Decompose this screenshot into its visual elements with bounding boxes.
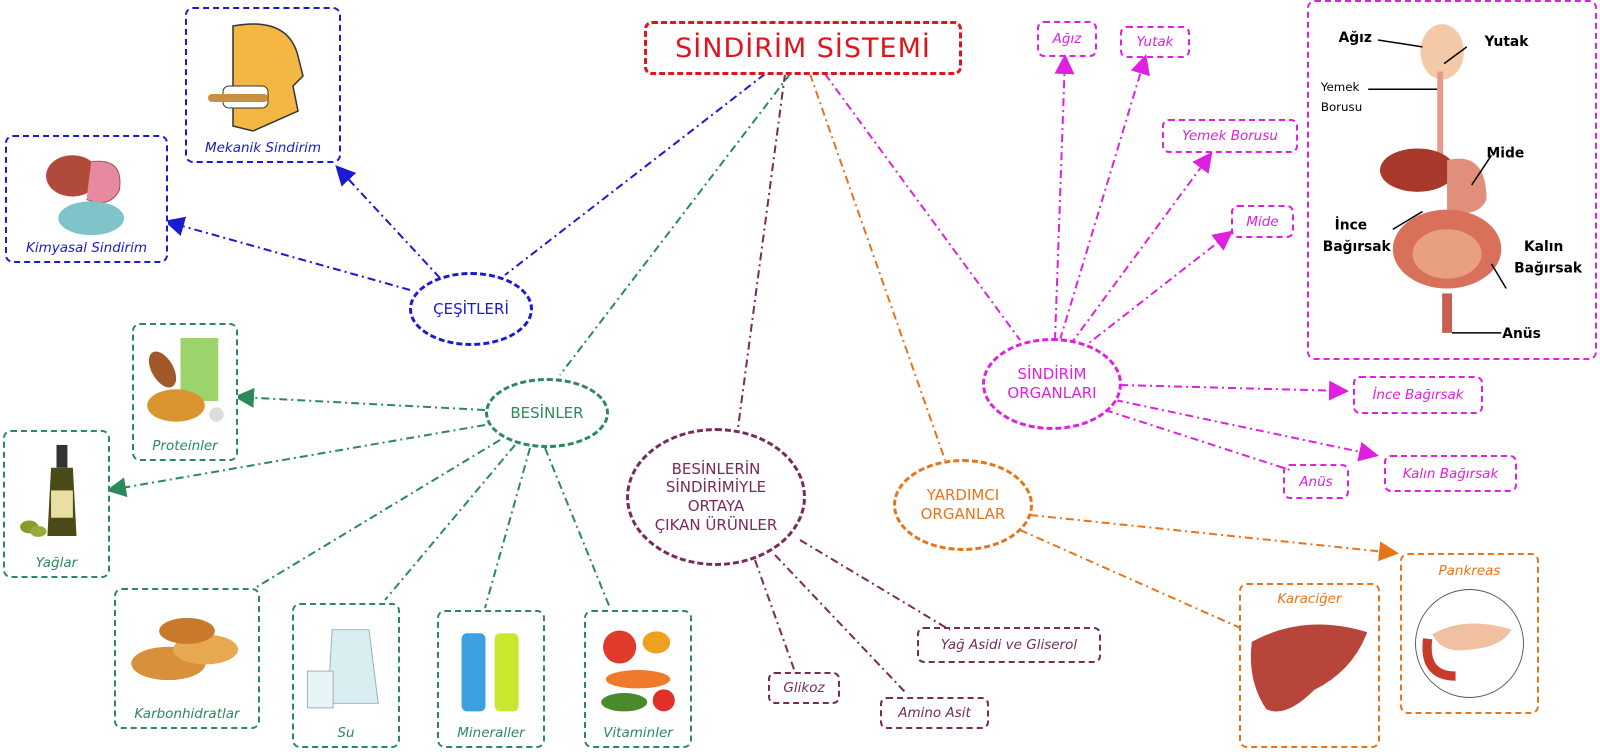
node-yardimci-line2: ORGANLAR <box>920 505 1006 523</box>
card-kimyasal-sindirim: Kimyasal Sindirim <box>5 135 168 263</box>
vegetables-icon <box>592 618 684 722</box>
node-cesitleri-label: ÇEŞİTLERİ <box>433 299 509 318</box>
tag-amino-asit: Amino Asit <box>880 697 989 729</box>
card-yaglar: Yağlar <box>3 430 110 578</box>
label-kimyasal-sindirim: Kimyasal Sindirim <box>25 240 147 256</box>
label-yaglar: Yağlar <box>35 555 78 571</box>
diagram-label-yutak: Yutak <box>1484 34 1530 50</box>
card-karbonhidratlar: Karbonhidratlar <box>114 588 260 729</box>
digestive-system-illustration: Ağız Yutak Mide İnce Bağırsak Kalın Bağı… <box>1320 24 1583 342</box>
label-su: Su <box>337 725 355 741</box>
tag-ince-bagirsak: İnce Bağırsak <box>1353 376 1483 414</box>
card-su: Su <box>292 603 400 748</box>
label-pankreas: Pankreas <box>1438 563 1501 579</box>
diagram-label-kalin-bagirsak: Bağırsak <box>1514 261 1583 277</box>
diagram-label-ince-bagirsak: Bağırsak <box>1323 239 1392 255</box>
card-karaciger: Karaciğer <box>1239 583 1380 748</box>
node-yardimci: YARDIMCI ORGANLAR <box>893 459 1033 551</box>
diagram-label-anus: Anüs <box>1502 326 1541 342</box>
node-urunler-line2: SİNDİRİMİYLE <box>665 478 767 497</box>
card-mineraller: Mineraller <box>437 610 545 748</box>
tag-kalin-bagirsak: Kalın Bağırsak <box>1384 455 1517 492</box>
node-yardimci-line1: YARDIMCI <box>926 486 1000 505</box>
tag-yag-asidi: Yağ Asidi ve Gliserol <box>917 627 1101 663</box>
label-mineraller: Mineraller <box>457 725 525 741</box>
oil-bottle-icon <box>11 438 102 552</box>
digestive-system-diagram: Ağız Yutak Mide İnce Bağırsak Kalın Bağı… <box>1307 0 1597 360</box>
bread-icon <box>122 596 252 703</box>
tag-anus: Anüs <box>1283 464 1349 499</box>
tag-yutak: Yutak <box>1120 26 1190 58</box>
liver-icon <box>1247 611 1372 740</box>
node-urunler: BESİNLERİN SİNDİRİMİYLE ORTAYA ÇIKAN ÜRÜ… <box>626 428 806 566</box>
node-urunler-line3: ORTAYA <box>687 497 745 515</box>
diagram-label-mide: Mide <box>1487 145 1525 161</box>
bottles-icon <box>445 618 537 722</box>
stomach-icon <box>13 143 160 237</box>
node-besinler-label: BESİNLER <box>510 403 584 422</box>
diagram-label-agiz: Ağız <box>1339 30 1372 46</box>
chicken-milk-icon <box>140 331 230 435</box>
label-mekanik-sindirim: Mekanik Sindirim <box>204 140 322 156</box>
pancreas-icon <box>1408 583 1531 704</box>
node-cesitleri: ÇEŞİTLERİ <box>409 272 533 346</box>
card-proteinler: Proteinler <box>132 323 238 461</box>
label-karbonhidratlar: Karbonhidratlar <box>134 706 240 722</box>
node-organlar-line1: SİNDİRİM <box>1017 365 1087 384</box>
label-proteinler: Proteinler <box>152 438 218 454</box>
node-organlar-line2: ORGANLARI <box>1007 384 1097 402</box>
card-pankreas: Pankreas <box>1400 553 1539 714</box>
diagram-label-yemek: Yemek <box>1320 80 1360 94</box>
card-vitaminler: Vitaminler <box>584 610 692 748</box>
node-urunler-line1: BESİNLERİN <box>671 459 761 478</box>
node-organlar: SİNDİRİM ORGANLARI <box>982 338 1122 430</box>
tag-glikoz: Glikoz <box>768 672 840 704</box>
card-mekanik-sindirim: Mekanik Sindirim <box>185 7 341 163</box>
label-karaciger: Karaciğer <box>1277 591 1342 607</box>
diagram-label-ince: İnce <box>1335 216 1368 233</box>
label-vitaminler: Vitaminler <box>603 725 673 741</box>
title: SİNDİRİM SİSTEMİ <box>675 32 931 64</box>
diagram-label-borusu: Borusu <box>1321 100 1362 114</box>
tag-mide: Mide <box>1231 205 1294 238</box>
node-besinler: BESİNLER <box>485 378 609 448</box>
title-box: SİNDİRİM SİSTEMİ <box>644 21 962 75</box>
face-icon <box>193 15 333 137</box>
diagram-label-kalin: Kalın <box>1524 239 1563 255</box>
tag-agiz: Ağız <box>1037 21 1097 57</box>
node-urunler-line4: ÇIKAN ÜRÜNLER <box>654 515 778 534</box>
tag-yemek-borusu: Yemek Borusu <box>1162 119 1298 153</box>
water-jug-icon <box>300 611 392 722</box>
